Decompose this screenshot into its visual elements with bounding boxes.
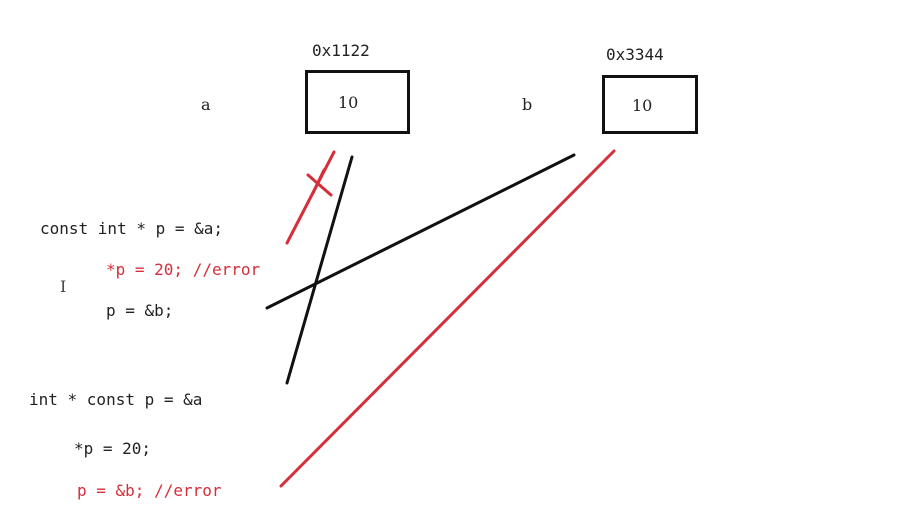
- text-cursor-icon: I: [60, 277, 67, 296]
- code-line-const-int-ptr: const int * p = &a;: [40, 219, 224, 238]
- red-line-to-b: [279, 149, 616, 488]
- var-b-address: 0x3344: [606, 45, 664, 64]
- code-line-assign-b: p = &b;: [106, 301, 174, 320]
- var-a-box: 10: [305, 70, 410, 134]
- var-a-address: 0x1122: [312, 41, 370, 60]
- red-line-to-a: [285, 150, 336, 245]
- var-a-label: a: [201, 95, 211, 114]
- code-line-assign-b-error: p = &b; //error: [77, 481, 222, 500]
- code-line-deref-error: *p = 20; //error: [106, 260, 261, 279]
- black-line-to-b: [265, 153, 576, 310]
- var-b-value: 10: [632, 96, 653, 115]
- var-a-value: 10: [338, 93, 359, 112]
- var-b-label: b: [522, 95, 533, 114]
- code-line-deref-assign: *p = 20;: [74, 439, 152, 458]
- red-cross-stroke-1: [306, 173, 333, 197]
- red-cross-stroke-2: [311, 168, 326, 195]
- black-line-to-a: [285, 155, 354, 385]
- code-line-int-const-ptr: int * const p = &a: [29, 390, 203, 409]
- var-b-box: 10: [602, 75, 698, 134]
